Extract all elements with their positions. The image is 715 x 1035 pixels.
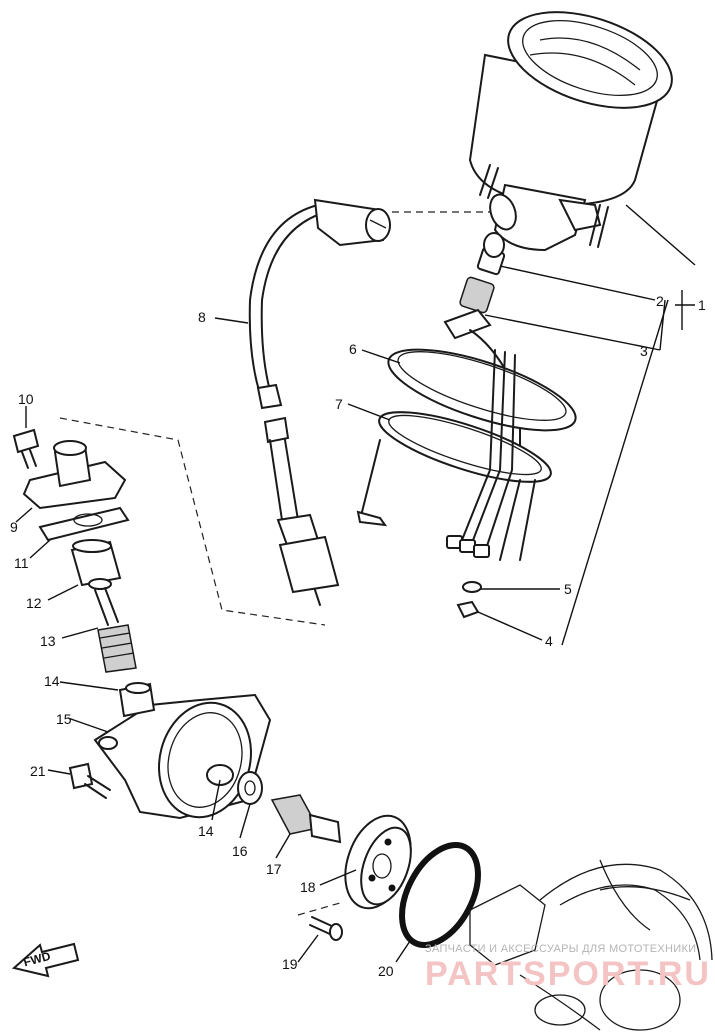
callout-5: 5: [564, 581, 572, 597]
retainer-18: [344, 814, 412, 910]
speedometer-meter: [468, 11, 673, 252]
callout-7: 7: [335, 396, 343, 412]
cable-fitting-9: [22, 440, 127, 510]
callout-9: 9: [10, 519, 18, 535]
callout-10: 10: [18, 391, 34, 407]
washer-16: [237, 771, 263, 805]
bolt-21: [68, 762, 111, 799]
callout-14b: 14: [198, 823, 214, 839]
meter-bracket-ring: [356, 411, 552, 561]
callout-3: 3: [640, 343, 648, 359]
driven-gear-17: [270, 794, 342, 844]
gear-housing-15: [93, 682, 272, 820]
gasket-11: [38, 506, 130, 542]
bolt-10: [12, 428, 40, 469]
callout-13: 13: [40, 633, 56, 649]
callout-16: 16: [232, 843, 248, 859]
callout-18: 18: [300, 879, 316, 895]
callout-15: 15: [56, 711, 72, 727]
callout-21: 21: [30, 763, 46, 779]
fwd-label: FWD: [22, 949, 52, 970]
washer: [462, 581, 482, 593]
callout-11: 11: [14, 555, 29, 571]
screw-19: [309, 916, 343, 941]
callout-2: 2: [656, 293, 664, 309]
callout-8: 8: [198, 309, 206, 325]
speedometer-cable: [248, 198, 391, 606]
callout-6: 6: [349, 341, 357, 357]
meter-bulb: [476, 232, 506, 276]
fwd-arrow: [11, 942, 80, 978]
watermark-caption: ЗАПЧАСТИ И АКСЕССУАРЫ ДЛЯ МОТОТЕХНИКИ: [425, 943, 696, 955]
callout-14a: 14: [44, 673, 60, 689]
callout-20: 20: [378, 963, 394, 979]
meter-wires: [446, 349, 516, 558]
callout-17: 17: [266, 861, 282, 877]
o-ring-20: [399, 842, 481, 948]
watermark-brand: PARTSPORT.RU: [425, 955, 711, 993]
callout-19: 19: [282, 956, 298, 972]
callout-1: 1: [698, 297, 706, 313]
wheel-hub: [469, 859, 713, 1031]
callout-12: 12: [26, 595, 42, 611]
bushing-12: [70, 539, 122, 587]
drive-gear-13: [88, 578, 137, 673]
callout-4: 4: [545, 633, 553, 649]
nut: [456, 600, 480, 619]
